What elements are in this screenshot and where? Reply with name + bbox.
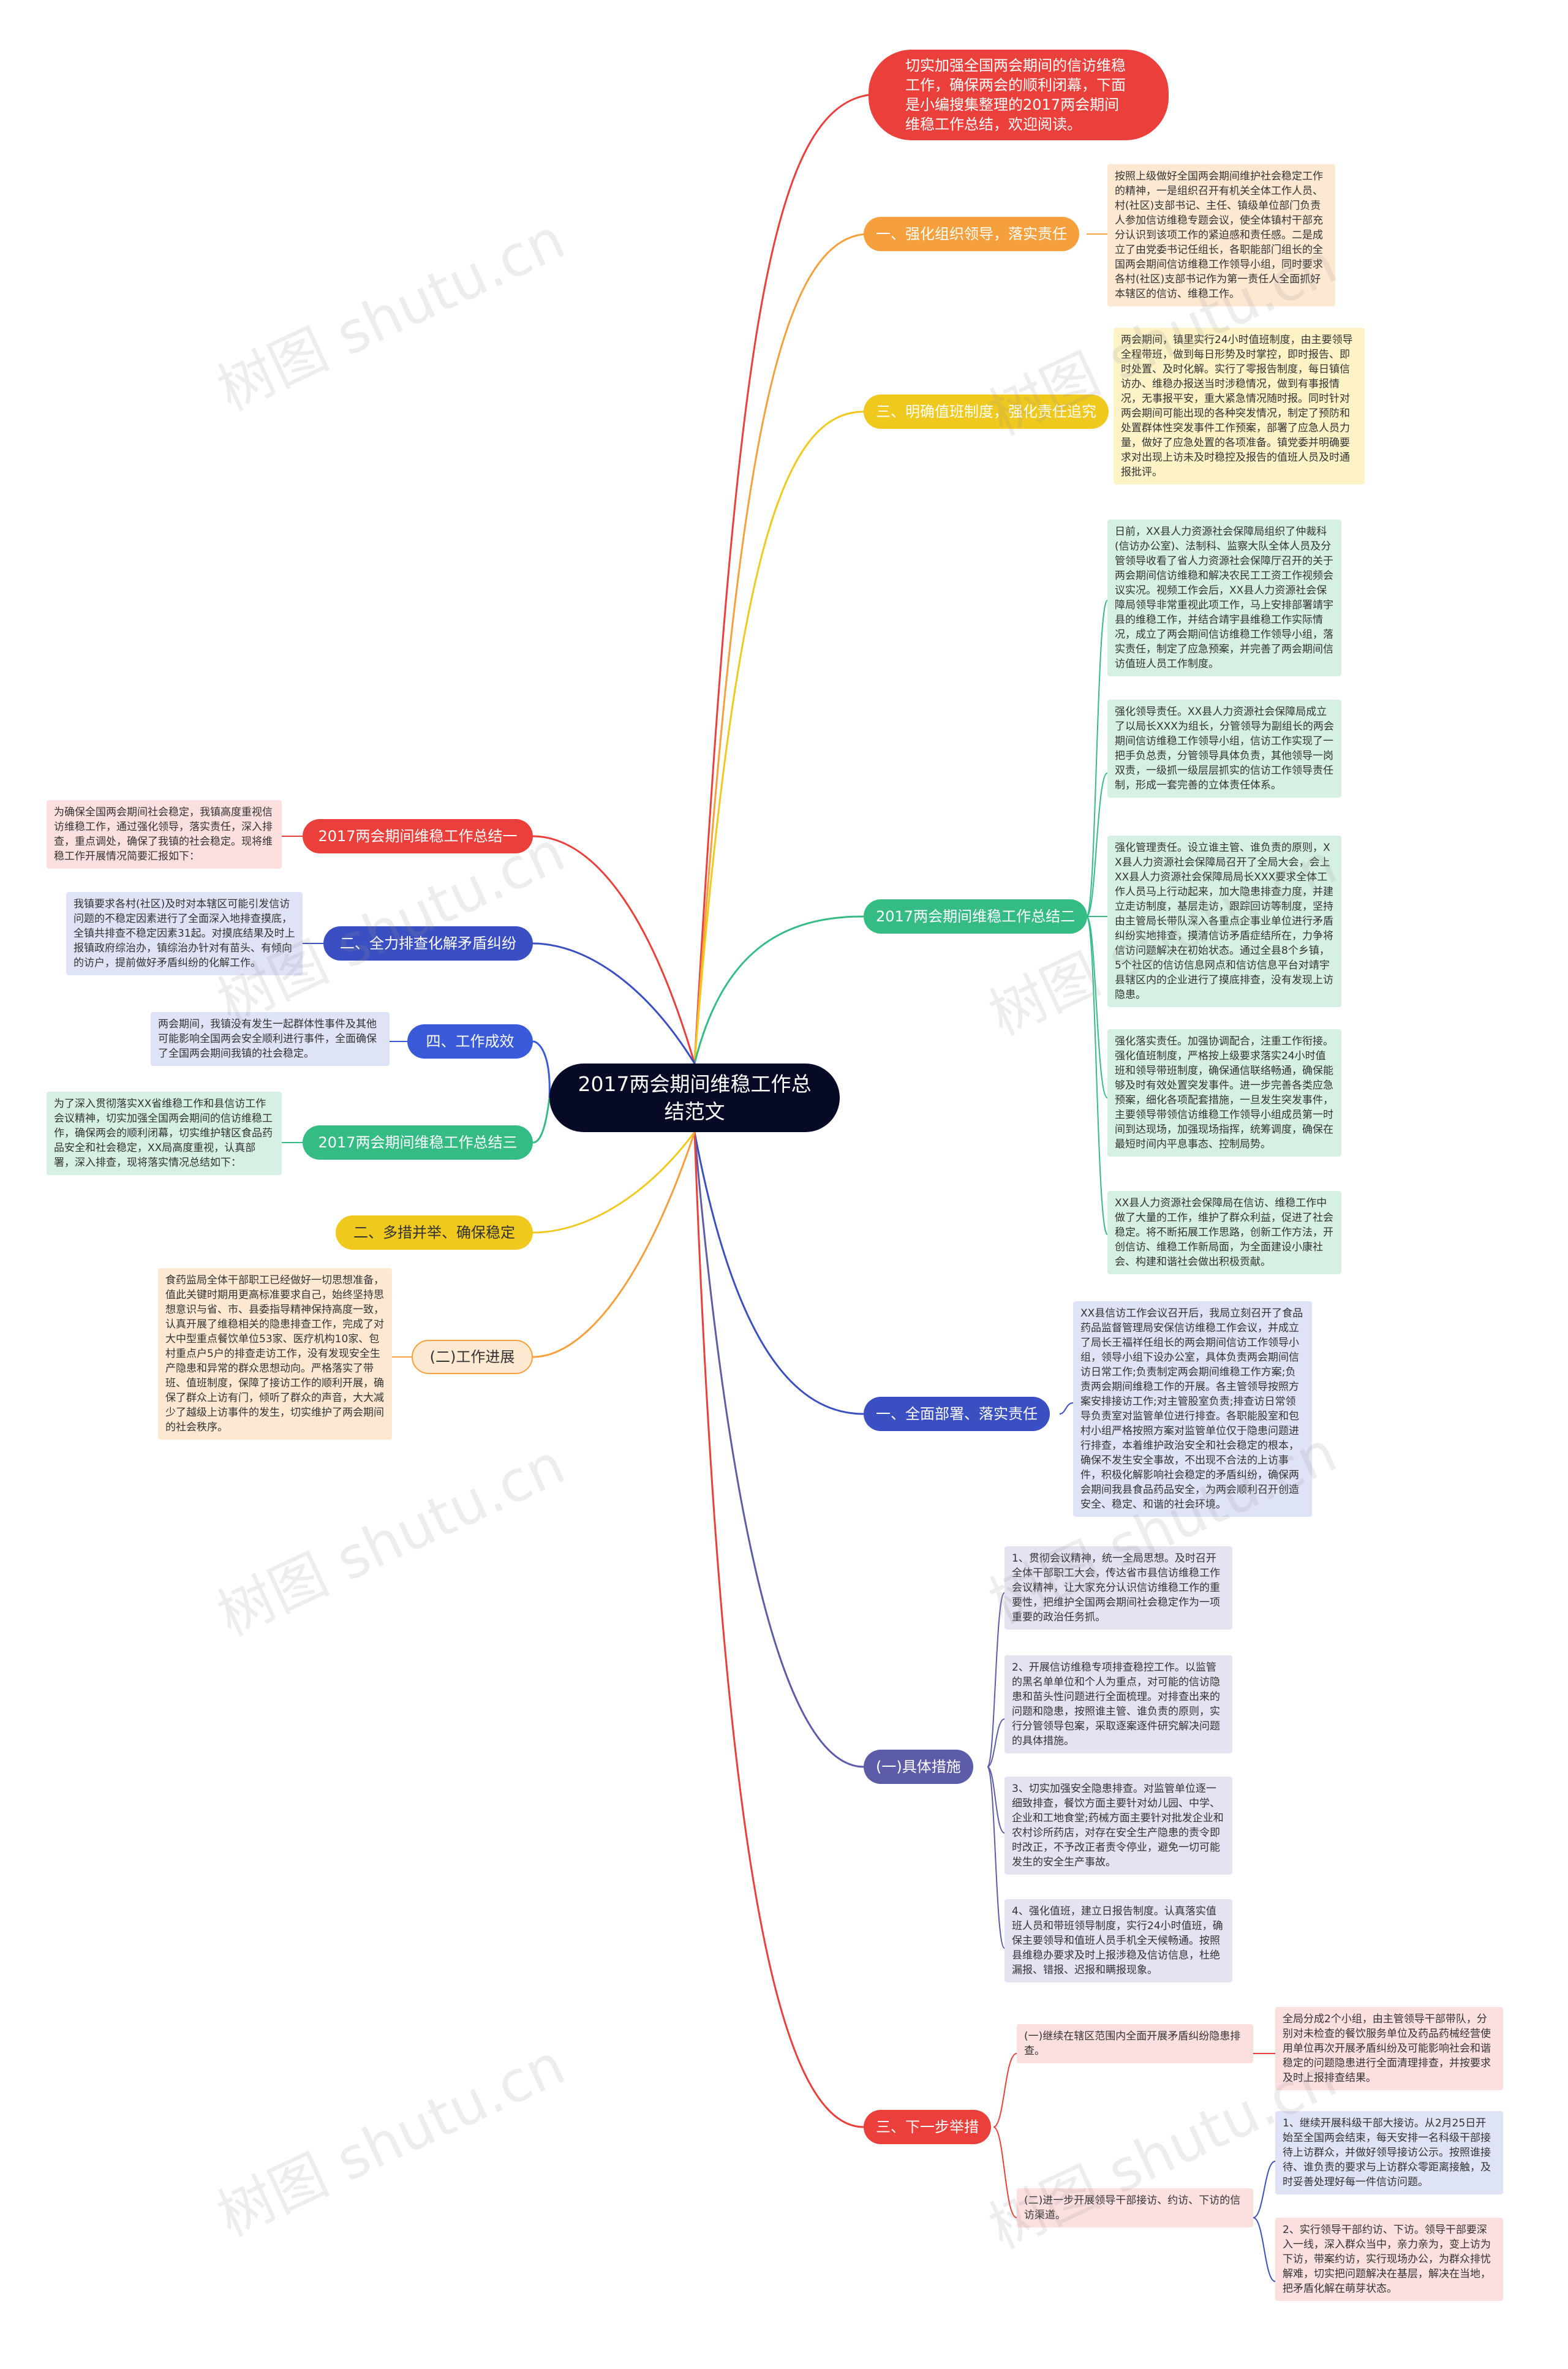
link-l5 <box>532 1132 696 1234</box>
branch-summary-three[interactable]: 2017两会期间维稳工作总结三 <box>303 1125 533 1160</box>
link-b5 <box>693 1132 864 1768</box>
link-b4 <box>693 1132 864 1415</box>
note-work-progress: 食药监局全体干部职工已经做好一切思想准备，值此关键时期用更高标准要求自己，始终坚… <box>158 1268 392 1440</box>
branch-duty-system[interactable]: 三、明确值班制度，强化责任追究 <box>864 395 1109 429</box>
note-visits-2: 2、实行领导干部约访、下访。领导干部要深入一线，深入群众当中，亲力亲为，变上访为… <box>1275 2218 1503 2301</box>
note-measure-4: 4、强化值班，建立日报告制度。认真落实值班人员和带班领导制度，实行24小时值班，… <box>1005 1899 1232 1982</box>
branch-next-steps[interactable]: 三、下一步举措 <box>864 2110 991 2144</box>
branch-summary-one[interactable]: 2017两会期间维稳工作总结一 <box>303 819 533 853</box>
note-organization-leadership: 按照上级做好全国两会期间维护社会稳定工作的精神，一是组织召开有机关全体工作人员、… <box>1107 164 1335 306</box>
branch-multiple-measures[interactable]: 二、多措并举、确保稳定 <box>336 1215 533 1250</box>
branch-summary-two[interactable]: 2017两会期间维稳工作总结二 <box>864 899 1088 934</box>
link-l6 <box>532 1132 696 1358</box>
sub-branch-investigation[interactable]: (一)继续在辖区范围内全面开展矛盾纠纷隐患排查。 <box>1017 2024 1253 2063</box>
link-b2 <box>693 410 864 1064</box>
branch-results[interactable]: 四、工作成效 <box>407 1024 533 1059</box>
note-summary-two-4: 强化落实责任。加强协调配合，注重工作衔接。强化值班制度，严格按上级要求落实24小… <box>1107 1029 1341 1157</box>
note-results: 两会期间，我镇没有发生一起群体性事件及其他可能影响全国两会安全顺利进行事件，全面… <box>151 1012 390 1066</box>
link-b6 <box>693 1132 864 2128</box>
note-dispute-resolution: 我镇要求各村(社区)及时对本辖区可能引发信访问题的不稳定因素进行了全面深入地排查… <box>66 892 303 975</box>
branch-dispute-resolution[interactable]: 二、全力排查化解矛盾纠纷 <box>323 926 533 961</box>
link-intro <box>693 94 869 1064</box>
note-measure-1: 1、贯彻会议精神，统一全局思想。及时召开全体干部职工大会，传达省市县信访维稳工作… <box>1005 1546 1232 1630</box>
branch-full-deployment[interactable]: 一、全面部署、落实责任 <box>864 1397 1050 1431</box>
note-summary-three: 为了深入贯彻落实XX省维稳工作和县信访工作会议精神，切实加强全国两会期间的信访维… <box>47 1092 282 1175</box>
link-l2 <box>532 942 696 1064</box>
note-measure-2: 2、开展信访维稳专项排查稳控工作。以监管的黑名单单位和个人为重点，对可能的信访隐… <box>1005 1655 1232 1753</box>
watermark: 树图 shutu.cn <box>208 206 575 424</box>
root-topic-label: 2017两会期间维稳工作总结范文 <box>578 1072 812 1124</box>
watermark: 树图 shutu.cn <box>208 1431 575 1649</box>
intro-node[interactable]: 切实加强全国两会期间的信访维稳工作，确保两会的顺利闭幕，下面是小编搜集整理的20… <box>869 50 1169 140</box>
link-b3 <box>693 915 864 1064</box>
note-summary-two-5: XX县人力资源社会保障局在信访、维稳工作中做了大量的工作，维护了群众利益，促进了… <box>1107 1191 1341 1274</box>
root-topic[interactable]: 2017两会期间维稳工作总结范文 <box>549 1064 840 1132</box>
note-duty-system: 两会期间，镇里实行24小时值班制度，由主要领导全程带班，做到每日形势及时掌控，即… <box>1114 328 1365 485</box>
note-investigation: 全局分成2个小组，由主管领导干部带队，分别对未检查的餐饮服务单位及药品药械经营使… <box>1275 2007 1503 2090</box>
link-l3 <box>532 1040 551 1098</box>
note-summary-two-1: 日前，XX县人力资源社会保障局组织了仲裁科(信访办公室)、法制科、监察大队全体人… <box>1107 520 1341 676</box>
note-visits-1: 1、继续开展科级干部大接访。从2月25日开始至全国两会结束，每天安排一名科级干部… <box>1275 2111 1503 2194</box>
branch-organization-leadership[interactable]: 一、强化组织领导，落实责任 <box>864 217 1079 251</box>
link-b1 <box>693 233 870 1064</box>
note-summary-one: 为确保全国两会期间社会稳定，我镇高度重视信访维稳工作，通过强化领导，落实责任，深… <box>47 800 282 869</box>
link-l4 <box>532 1097 551 1144</box>
note-full-deployment: XX县信访工作会议召开后，我局立刻召开了食品药品监督管理局安保信访维稳工作会议，… <box>1073 1301 1312 1517</box>
sub-branch-visits[interactable]: (二)进一步开展领导干部接访、约访、下访的信访渠道。 <box>1017 2188 1253 2227</box>
watermark: 树图 shutu.cn <box>208 2031 575 2250</box>
note-summary-two-2: 强化领导责任。XX县人力资源社会保障局成立了以局长XXX为组长，分管领导为副组长… <box>1107 700 1341 798</box>
branch-specific-measures[interactable]: (一)具体措施 <box>864 1750 973 1784</box>
branch-work-progress[interactable]: (二)工作进展 <box>412 1340 533 1374</box>
note-measure-3: 3、切实加强安全隐患排查。对监管单位逐一细致排查，餐饮方面主要针对幼儿园、中学、… <box>1005 1777 1232 1875</box>
note-summary-two-3: 强化管理责任。设立谁主管、谁负责的原则，XX县人力资源社会保障局召开了全局大会，… <box>1107 836 1341 1007</box>
